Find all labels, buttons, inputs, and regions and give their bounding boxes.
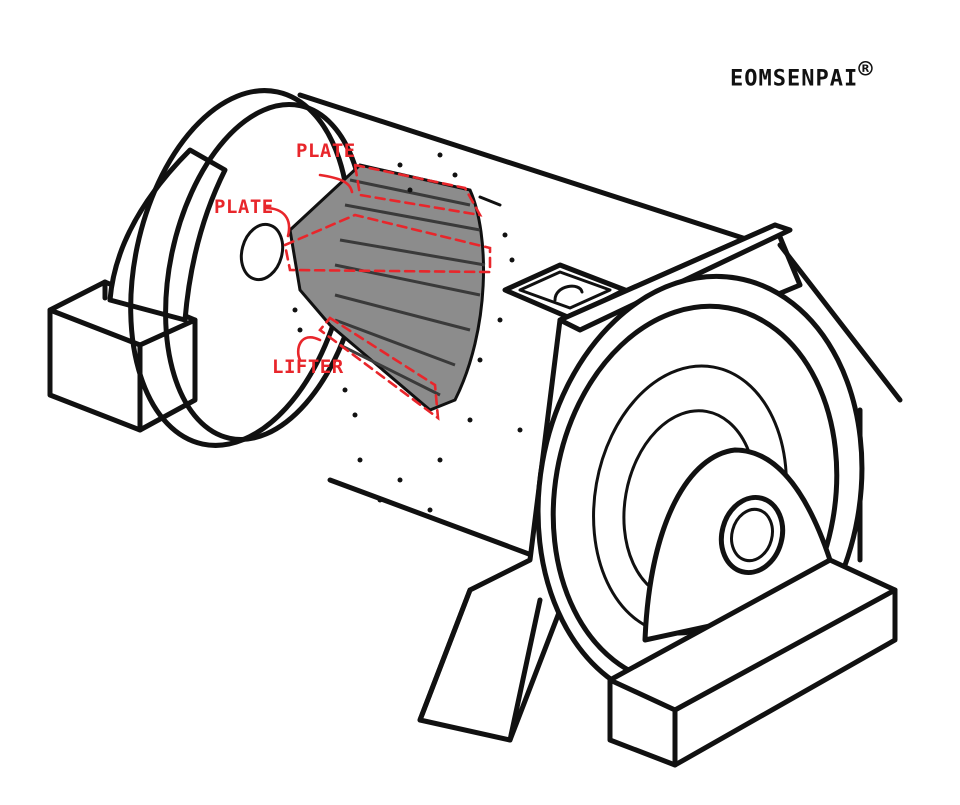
lifter-label: LIFTER: [272, 356, 344, 378]
trunnion-opening: [239, 222, 285, 282]
brand-name: EOMSENPAI: [730, 66, 859, 92]
cutaway-liner: [288, 163, 486, 412]
annotation-outlines: [263, 163, 492, 421]
plate-left-label: PLATE: [214, 196, 274, 218]
left-pedestal: [47, 279, 198, 433]
right-pedestal: [607, 557, 898, 768]
right-support-frame: [417, 222, 903, 743]
brand-signature: EOMSENPAI®: [730, 55, 874, 91]
plate-top-label: PLATE: [296, 140, 356, 162]
mill-shell: [297, 92, 783, 563]
registered-mark: ®: [858, 55, 874, 83]
